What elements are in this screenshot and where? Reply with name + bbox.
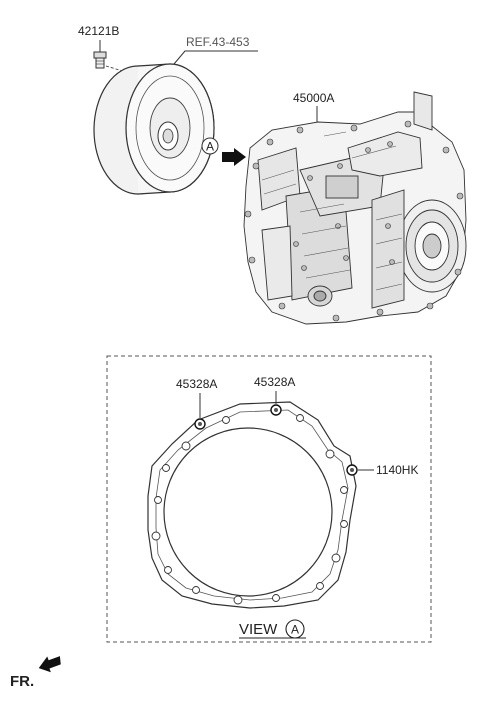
part-label-transaxle: 45000A	[293, 91, 334, 105]
view-caption-label: VIEW	[239, 621, 278, 638]
front-direction-label: FR.	[10, 673, 34, 690]
transaxle-assembly	[243, 91, 467, 325]
drain-plug-right-icon	[270, 404, 282, 416]
leader-line-reference	[173, 50, 258, 65]
view-marker: A	[201, 137, 219, 155]
transaxle-case-outline	[147, 401, 357, 609]
part-label-bolt: 42121B	[78, 24, 119, 38]
torque-converter	[93, 63, 215, 195]
dowel-pin-icon	[346, 464, 358, 476]
view-direction-arrow-icon	[222, 148, 246, 166]
front-direction-arrow-icon	[38, 656, 61, 673]
view-a-frame	[106, 355, 432, 643]
drain-plug-left-icon	[194, 418, 206, 430]
reference-label: REF.43-453	[186, 35, 250, 49]
part-label-plug-left: 45328A	[176, 377, 217, 391]
bolt-icon	[93, 51, 107, 69]
part-label-plug-right: 45328A	[254, 375, 295, 389]
svg-text:A: A	[206, 140, 214, 154]
part-label-pin: 1140HK	[376, 463, 418, 477]
view-a-caption: VIEW A	[239, 619, 306, 639]
view-caption-marker: A	[291, 623, 299, 637]
